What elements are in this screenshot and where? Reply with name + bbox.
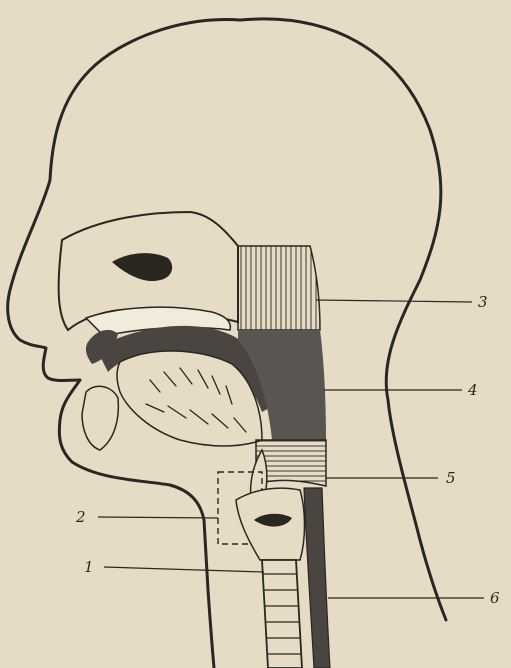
label-5: 5 bbox=[446, 469, 456, 487]
nasal-concha bbox=[112, 253, 172, 281]
label-3: 3 bbox=[478, 293, 488, 311]
label-6: 6 bbox=[490, 589, 500, 607]
leader-line-3 bbox=[316, 300, 472, 302]
leader-line-2 bbox=[98, 517, 218, 518]
label-4: 4 bbox=[467, 381, 478, 399]
esophagus bbox=[304, 488, 330, 668]
leader-line-1 bbox=[104, 567, 264, 572]
mandible-section bbox=[82, 386, 118, 450]
nasopharynx-region bbox=[238, 246, 320, 330]
label-2: 2 bbox=[75, 508, 86, 526]
label-1: 1 bbox=[84, 558, 94, 576]
trachea bbox=[262, 560, 302, 668]
